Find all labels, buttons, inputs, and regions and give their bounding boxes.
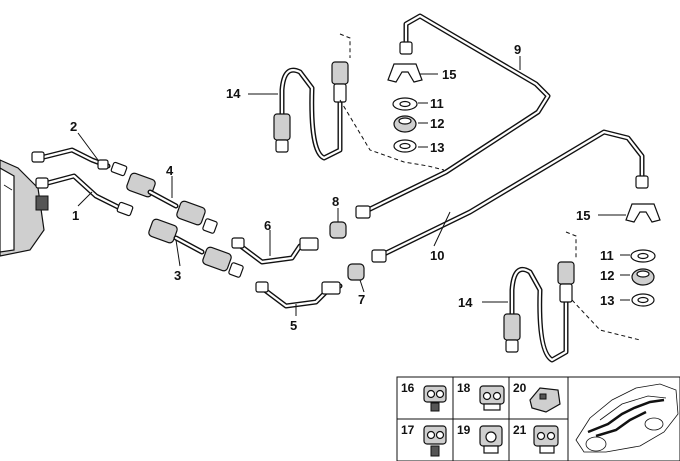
callout-9: 9 — [514, 42, 521, 57]
callout-13-upper: 13 — [430, 140, 444, 155]
callout-4: 4 — [166, 163, 174, 178]
brake-pipe-9 — [355, 13, 551, 219]
hose-coupling-3 — [116, 201, 244, 278]
brake-pipe-10 — [371, 129, 649, 263]
inset-label-21: 21 — [513, 423, 527, 437]
callout-15-lower: 15 — [576, 208, 590, 223]
callout-5: 5 — [290, 318, 297, 333]
brake-pipe-6 — [231, 237, 319, 265]
clip-21-icon — [533, 425, 559, 454]
bracket-stack-upper — [387, 63, 423, 153]
callout-8: 8 — [332, 194, 339, 209]
hose-coupling-4 — [110, 161, 218, 234]
callout-15-upper: 15 — [442, 67, 456, 82]
callout-2: 2 — [70, 119, 77, 134]
callout-11-lower: 11 — [600, 248, 614, 263]
callout-11-upper: 11 — [430, 96, 444, 111]
callout-13-lower: 13 — [600, 293, 614, 308]
inset-clips-panel: 16 18 20 17 19 21 — [396, 376, 680, 461]
callout-14-upper: 14 — [226, 86, 241, 101]
connector-8 — [329, 221, 347, 239]
car-location-icon — [567, 376, 680, 461]
bracket-stack-lower — [625, 203, 661, 307]
clip-18-icon — [479, 385, 505, 411]
clip-16-icon — [423, 385, 447, 412]
callout-12-lower: 12 — [600, 268, 614, 283]
callout-14-lower: 14 — [458, 295, 473, 310]
callout-10: 10 — [430, 248, 444, 263]
brake-hose-14-lower — [503, 231, 641, 363]
abs-unit — [0, 159, 49, 257]
callout-7: 7 — [358, 292, 365, 307]
leader-lines — [77, 56, 630, 316]
inset-label-20: 20 — [513, 381, 527, 395]
clip-20-icon — [529, 387, 561, 413]
callout-12-upper: 12 — [430, 116, 444, 131]
brake-pipe-1 — [35, 173, 123, 211]
inset-label-16: 16 — [401, 381, 415, 395]
brake-pipe-5 — [255, 281, 343, 309]
clip-17-icon — [423, 425, 447, 457]
clip-19-icon — [479, 425, 503, 454]
brake-hose-14-upper — [273, 33, 445, 171]
connector-7 — [347, 263, 365, 281]
callout-6: 6 — [264, 218, 271, 233]
inset-label-19: 19 — [457, 423, 471, 437]
inset-label-17: 17 — [401, 423, 415, 437]
callout-labels: 2 1 4 3 6 5 7 8 9 10 14 15 11 12 13 15 1… — [70, 42, 614, 333]
callout-1: 1 — [72, 208, 79, 223]
brake-pipe-2 — [31, 147, 111, 170]
inset-label-18: 18 — [457, 381, 471, 395]
callout-3: 3 — [174, 268, 181, 283]
